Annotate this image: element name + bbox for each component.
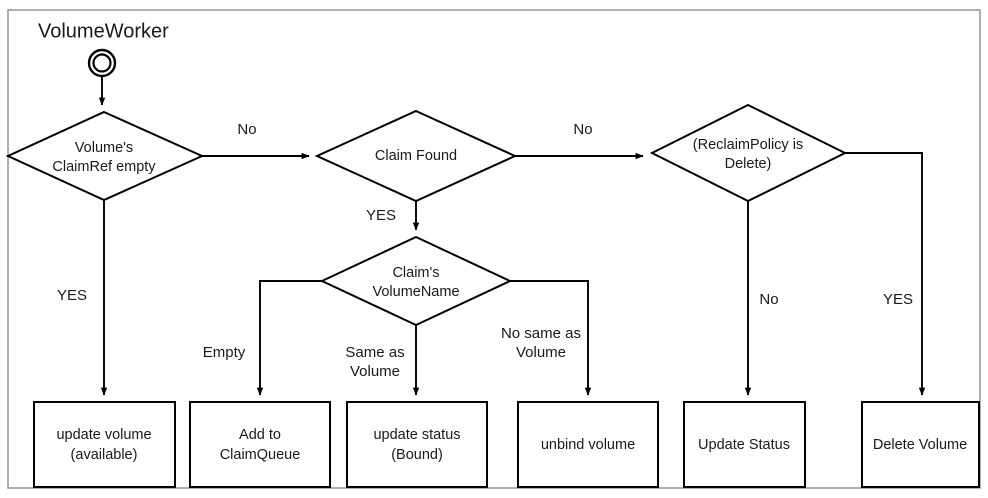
decision-claim-volumename[interactable]: Claim's VolumeName [319,235,513,327]
edge-label-d1-no: No [237,121,256,138]
edge-label-d4-same-line2: Volume [350,363,400,380]
edge-label-d2-no: No [573,121,592,138]
edge-label-d3-yes: YES [883,291,913,308]
page-title: VolumeWorker [38,20,169,42]
decision-claim-volumename-line2: VolumeName [372,284,459,300]
decision-claim-found[interactable]: Claim Found [314,109,518,203]
decision-reclaim-policy-delete[interactable]: (ReclaimPolicy is Delete) [649,103,848,203]
action-add-to-claimqueue[interactable]: Add to ClaimQueue [189,401,331,488]
action-update-status-label: Update Status [698,437,790,453]
decision-volume-claimref-empty[interactable]: Volume's ClaimRef empty [5,110,205,202]
action-unbind-volume-label: unbind volume [541,437,635,453]
decision-claim-found-label: Claim Found [375,148,457,164]
edge-label-d4-nosame-line2: Volume [516,344,566,361]
action-delete-volume-label: Delete Volume [873,437,967,453]
decision-volume-claimref-empty-line2: ClaimRef empty [52,159,156,175]
edge-d3-to-a6 [845,152,926,396]
edge-label-d2-yes: YES [366,207,396,224]
decision-reclaim-policy-line1: (ReclaimPolicy is [693,137,803,153]
edge-label-d4-nosame-line1: No same as [501,325,581,342]
start-node[interactable] [87,48,117,78]
edge-d4-to-a4 [510,280,592,396]
edge-label-d4-empty: Empty [203,344,246,361]
action-unbind-volume[interactable]: unbind volume [517,401,659,488]
edge-label-d1-yes: YES [57,287,87,304]
action-update-status-bound[interactable]: update status (Bound) [346,401,488,488]
action-update-status-bound-line1: update status [373,427,460,443]
action-update-status-bound-line2: (Bound) [391,447,443,463]
action-delete-volume[interactable]: Delete Volume [861,401,980,488]
edge-label-d3-no: No [759,291,778,308]
action-update-status[interactable]: Update Status [683,401,806,488]
action-update-volume-available[interactable]: update volume (available) [33,401,176,488]
diagram-frame [7,9,981,489]
action-add-to-claimqueue-line2: ClaimQueue [220,447,301,463]
edge-label-d4-same-line1: Same as [345,344,404,361]
action-update-volume-available-line2: (available) [71,447,138,463]
decision-reclaim-policy-line2: Delete) [725,156,772,172]
action-add-to-claimqueue-line1: Add to [239,427,281,443]
decision-volume-claimref-empty-line1: Volume's [75,140,133,156]
edge-d4-to-a2 [256,280,322,396]
decision-claim-volumename-line1: Claim's [392,265,439,281]
action-update-volume-available-line1: update volume [56,427,151,443]
